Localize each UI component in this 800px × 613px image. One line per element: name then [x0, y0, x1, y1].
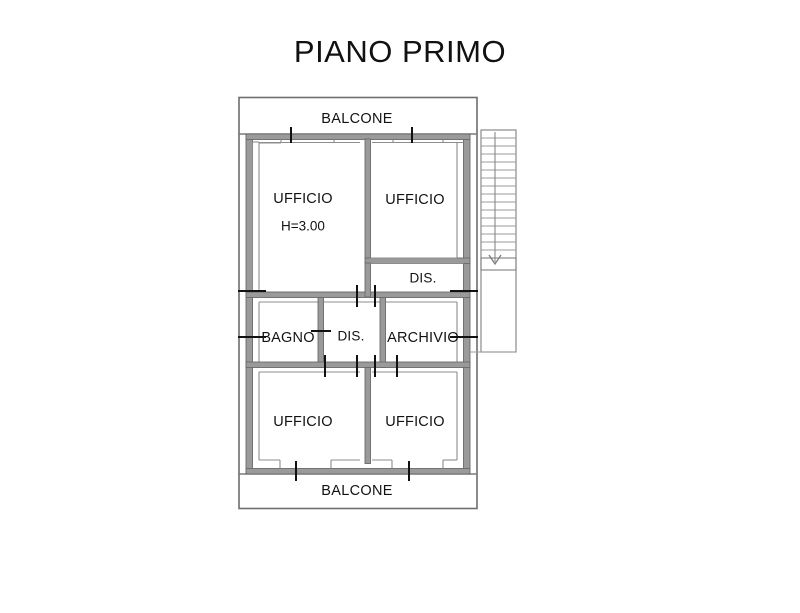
- page-title: PIANO PRIMO: [293, 34, 507, 69]
- label-ufficio-top-right: UFFICIO: [385, 192, 444, 208]
- top-wall-openings: [259, 139, 444, 144]
- door-and-window-marks: [238, 127, 478, 481]
- interior-walls: [245, 133, 471, 475]
- label-ufficio-bottom-left: UFFICIO: [273, 414, 332, 430]
- label-archivio: ARCHIVIO: [387, 330, 459, 346]
- staircase: [470, 129, 517, 353]
- label-dis-upper: DIS.: [409, 271, 436, 286]
- room-walls-bottom-row: [258, 367, 458, 469]
- label-ufficio-top-left: UFFICIO: [273, 191, 332, 207]
- building-outline: [238, 96, 478, 510]
- label-ufficio-top-left-height: H=3.00: [281, 219, 325, 234]
- label-balcone-top: BALCONE: [321, 111, 392, 127]
- label-ufficio-bottom-right: UFFICIO: [385, 414, 444, 430]
- stair-direction-arrow: [488, 132, 502, 266]
- label-dis-middle: DIS.: [337, 329, 364, 344]
- room-labels: BALCONE UFFICIO H=3.00 UFFICIO DIS. BAGN…: [261, 111, 459, 499]
- label-balcone-bottom: BALCONE: [321, 483, 392, 499]
- label-bagno: BAGNO: [261, 330, 314, 346]
- room-walls-top-row: [251, 138, 471, 293]
